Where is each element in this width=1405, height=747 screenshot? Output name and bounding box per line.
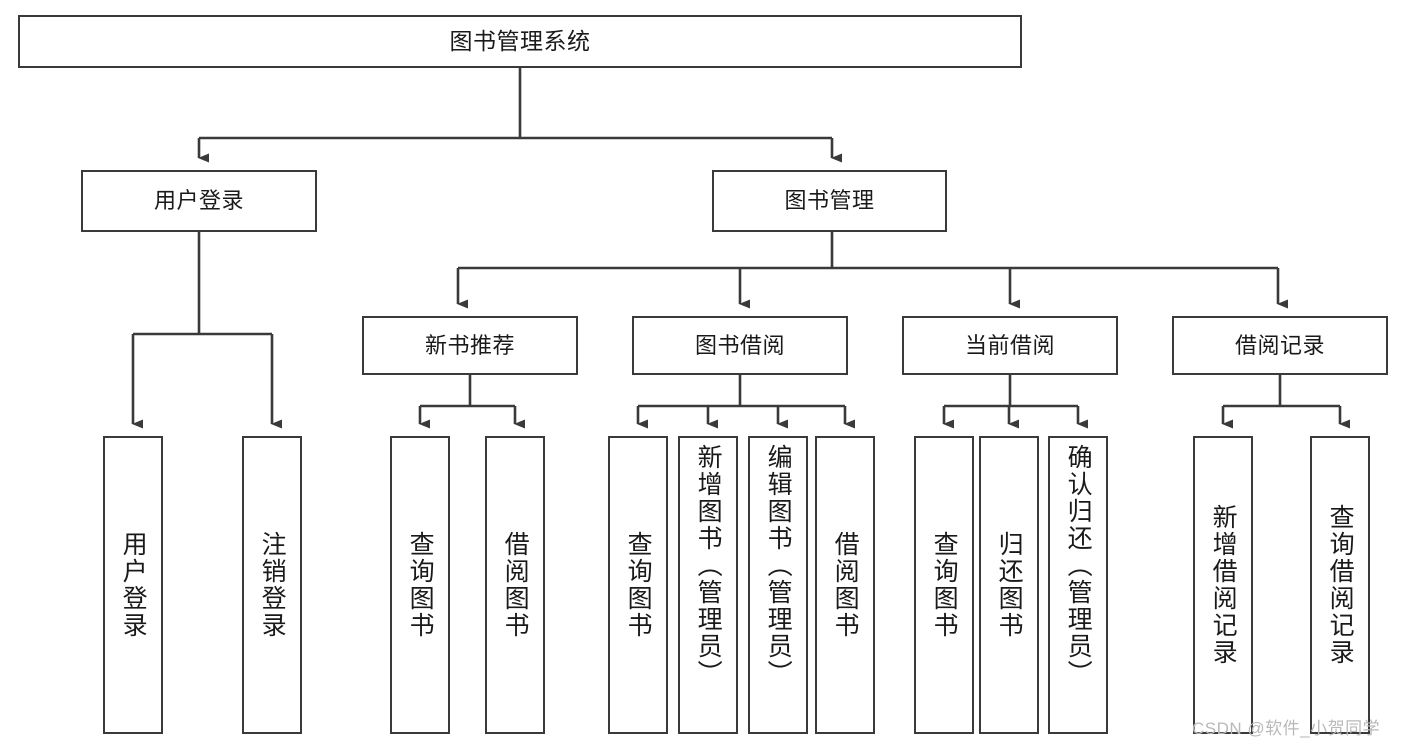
node-new-book-recommend[interactable]: 新书推荐 (362, 316, 578, 375)
node-leaf-confirm-return[interactable]: 确认归还（管理员） (1048, 436, 1108, 734)
node-label: 归还图书 (995, 531, 1024, 639)
node-label: 新增图书（管理员） (694, 444, 723, 687)
node-label: 新书推荐 (424, 332, 515, 358)
node-book-borrow[interactable]: 图书借阅 (632, 316, 848, 375)
node-label: 借阅记录 (1234, 332, 1325, 358)
node-label: 新增借阅记录 (1209, 504, 1238, 666)
node-leaf-query-book-2[interactable]: 查询图书 (608, 436, 668, 734)
node-leaf-query-book-1[interactable]: 查询图书 (390, 436, 450, 734)
node-leaf-borrow-book-1[interactable]: 借阅图书 (485, 436, 545, 734)
node-leaf-query-book-3[interactable]: 查询图书 (914, 436, 974, 734)
node-leaf-add-book[interactable]: 新增图书（管理员） (678, 436, 738, 734)
node-label: 查询图书 (930, 531, 959, 639)
node-leaf-query-record[interactable]: 查询借阅记录 (1310, 436, 1370, 734)
node-leaf-return-book[interactable]: 归还图书 (979, 436, 1039, 734)
node-label: 借阅图书 (501, 531, 530, 639)
node-label: 图书管理 (784, 188, 875, 214)
node-label: 当前借阅 (964, 332, 1055, 358)
node-current-borrow[interactable]: 当前借阅 (902, 316, 1118, 375)
node-leaf-logout[interactable]: 注销登录 (242, 436, 302, 734)
node-label: 确认归还（管理员） (1064, 444, 1093, 687)
node-leaf-edit-book[interactable]: 编辑图书（管理员） (748, 436, 808, 734)
node-leaf-add-record[interactable]: 新增借阅记录 (1193, 436, 1253, 734)
node-label: 图书借阅 (694, 332, 785, 358)
node-label: 用户登录 (119, 531, 148, 639)
node-label: 图书管理系统 (449, 27, 591, 54)
node-leaf-user-login[interactable]: 用户登录 (103, 436, 163, 734)
node-label: 编辑图书（管理员） (764, 444, 793, 687)
watermark-text: CSDN @软件_小贺同学 (1192, 719, 1381, 738)
node-book-management[interactable]: 图书管理 (712, 170, 947, 232)
node-label: 查询图书 (406, 531, 435, 639)
node-borrow-record[interactable]: 借阅记录 (1172, 316, 1388, 375)
node-label: 查询借阅记录 (1326, 504, 1355, 666)
node-user-login[interactable]: 用户登录 (81, 170, 317, 232)
node-root-system[interactable]: 图书管理系统 (18, 15, 1022, 68)
node-label: 查询图书 (624, 531, 653, 639)
node-label: 借阅图书 (831, 531, 860, 639)
node-label: 注销登录 (258, 531, 287, 639)
node-label: 用户登录 (153, 188, 244, 214)
node-leaf-borrow-book-2[interactable]: 借阅图书 (815, 436, 875, 734)
